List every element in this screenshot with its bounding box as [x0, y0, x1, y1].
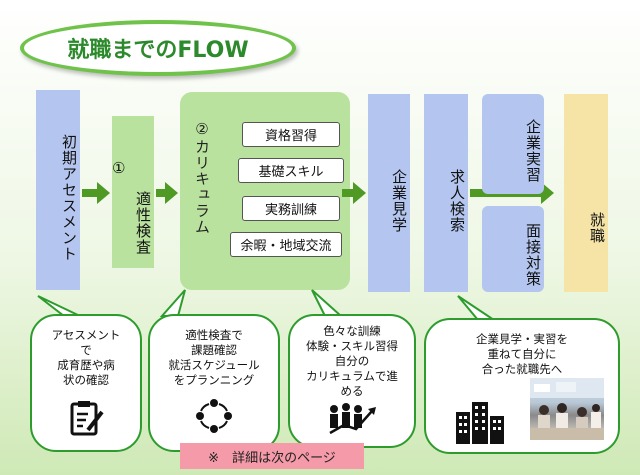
curriculum-item-leisure-community: 余暇・地域交流 [230, 232, 342, 257]
callout-4-tail [457, 295, 498, 321]
callout-1-line-1: アセスメント [51, 328, 121, 342]
step-curriculum: ②カリキュラム 資格習得 基礎スキル 実務訓練 余暇・地域交流 [180, 92, 350, 290]
arrow-4-head [541, 182, 554, 204]
step-internship-label: 企業実習 [524, 119, 542, 183]
workplace-photo-image [530, 378, 604, 440]
arrow-2-body [156, 189, 166, 197]
step-company-visit: 企業見学 [368, 94, 410, 292]
step-interview-prep: 面接対策 [482, 206, 544, 292]
callout-1-tail [37, 295, 81, 317]
team-growth-icon [329, 403, 376, 435]
callout-3-line-1: 色々な訓練 [323, 324, 381, 338]
callout-2-tail [159, 289, 186, 317]
callout-1-line-4: 状の確認 [63, 373, 109, 387]
callout-curriculum: 色々な訓練 体験・スキル習得 自分の カリキュラムで進 める [288, 314, 416, 448]
callout-3-line-4: カリキュラムで進 [306, 369, 398, 383]
page-title: 就職までのFLOW [67, 38, 249, 63]
arrow-3-head [353, 182, 366, 204]
arrow-1-body [82, 189, 98, 197]
step-curriculum-title: ②カリキュラム [192, 120, 213, 235]
arrow-1-head [97, 182, 110, 204]
step-curriculum-number: ② [193, 120, 211, 139]
callout-1-line-2: で [80, 343, 92, 357]
title-oval: 就職までのFLOW [20, 20, 296, 76]
callout-3-line-5: める [340, 384, 364, 398]
callout-1-line-3: 成育歴や病 [57, 358, 115, 372]
step-internship: 企業実習 [482, 94, 544, 194]
step-aptitude-label: 適性検査 [134, 191, 152, 255]
workplace-photo [530, 378, 604, 440]
callout-3-line-3: 自分の [334, 354, 370, 368]
curriculum-item-qualification: 資格習得 [242, 122, 340, 147]
callout-3-tail [311, 289, 344, 317]
arrow-3-body [342, 189, 354, 197]
callout-aptitude: 適性検査で 課題確認 就活スケジュール をプランニング [148, 314, 280, 452]
callout-2-line-3: 就活スケジュール [168, 358, 260, 372]
step-job-search: 求人検索 [424, 94, 468, 292]
callout-2-line-2: 課題確認 [191, 343, 237, 357]
cycle-icon [196, 399, 232, 433]
callout-3-line-2: 体験・スキル習得 [306, 339, 398, 353]
arrow-2-head [165, 182, 178, 204]
callout-2-line-4: をプランニング [173, 373, 255, 387]
callout-2-line-1: 適性検査で [185, 328, 243, 342]
clipboard-icon [70, 401, 104, 436]
buildings-icon [456, 402, 504, 444]
step-job-search-label: 求人検索 [448, 169, 466, 233]
step-company-visit-label: 企業見学 [390, 169, 408, 233]
callout-4-line-2: 重ねて自分に [487, 347, 557, 361]
callout-4-line-1: 企業見学・実習を [476, 332, 568, 346]
step-initial-assessment-label: 初期アセスメント [60, 134, 78, 262]
callout-assessment: アセスメント で 成育歴や病 状の確認 [30, 314, 142, 452]
step-aptitude-number: ① [112, 159, 127, 177]
step-employment: 就職 [564, 94, 608, 292]
step-interview-prep-label: 面接対策 [524, 223, 542, 287]
step-employment-label: 就職 [588, 212, 606, 244]
curriculum-item-practical-training: 実務訓練 [242, 196, 340, 221]
curriculum-item-basic-skills: 基礎スキル [238, 158, 344, 183]
next-page-note: ※ 詳細は次のページ [180, 443, 364, 469]
step-aptitude-test: ① 適性検査 [112, 116, 154, 268]
callout-4-line-3: 合った就職先へ [481, 362, 563, 376]
step-curriculum-label: カリキュラム [193, 139, 211, 235]
step-initial-assessment: 初期アセスメント [36, 90, 80, 290]
